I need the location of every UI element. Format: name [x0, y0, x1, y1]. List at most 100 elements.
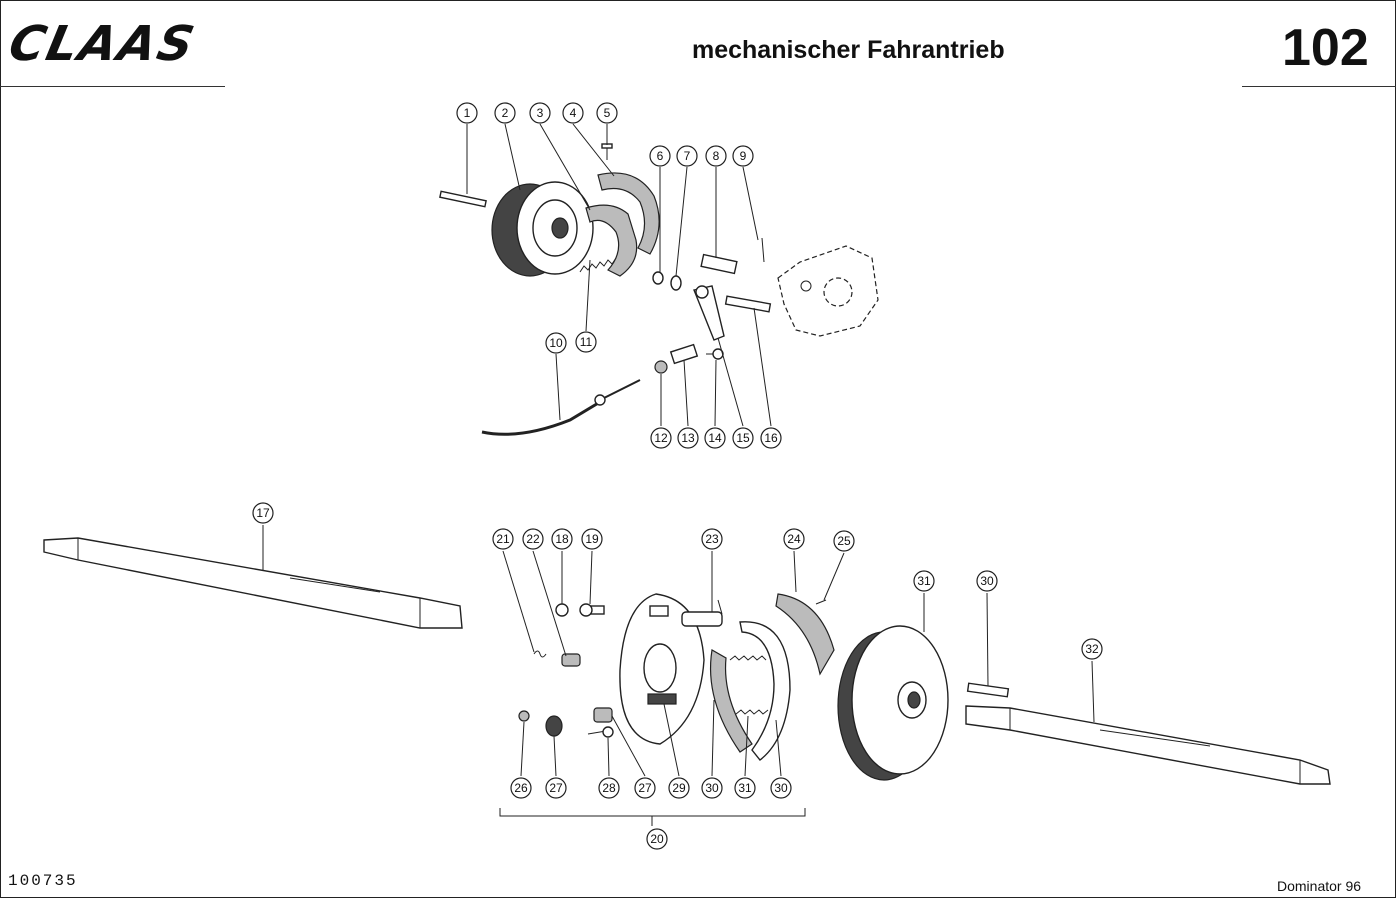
callout-8: 8 [705, 145, 727, 167]
callout-13: 13 [677, 427, 699, 449]
callout-circle [734, 777, 756, 799]
header-rule-left [0, 86, 225, 87]
model-name: Dominator 96 [1277, 878, 1362, 894]
part-screw-5 [601, 143, 613, 160]
callout-27: 27 [545, 777, 567, 799]
page-title: mechanischer Fahrantrieb [692, 36, 1005, 64]
callout-32: 32 [1081, 638, 1103, 660]
callout-23: 23 [701, 528, 723, 550]
callout-label: 24 [787, 532, 801, 546]
callout-label: 4 [570, 106, 577, 120]
callout-21: 21 [492, 528, 514, 550]
callout-31: 31 [734, 777, 756, 799]
callout-label: 25 [837, 534, 851, 548]
callout-circle [494, 102, 516, 124]
callout-label: 6 [657, 149, 664, 163]
callout-25: 25 [833, 530, 855, 552]
callout-label: 31 [917, 574, 931, 588]
callout-label: 8 [713, 149, 720, 163]
part-washer-6 [652, 271, 664, 285]
callout-30: 30 [976, 570, 998, 592]
callout-circle [510, 777, 532, 799]
part-brake-drum-2 [491, 181, 594, 277]
leader-lines [262, 123, 1095, 777]
callout-circle [581, 528, 603, 550]
callout-22: 22 [522, 528, 544, 550]
part-brake-lining-4 [597, 172, 660, 255]
callout-16: 16 [760, 427, 782, 449]
part-brake-shoe-3 [585, 204, 638, 277]
part-pin-1 [439, 190, 487, 208]
callout-3: 3 [529, 102, 551, 124]
callout-label: 7 [684, 149, 691, 163]
callout-circle [783, 528, 805, 550]
part-shaft-16 [724, 295, 772, 313]
callout-17: 17 [252, 502, 274, 524]
callout-4: 4 [562, 102, 584, 124]
part-pin-33 [966, 682, 1010, 698]
callout-label: 17 [256, 506, 270, 520]
callout-label: 28 [602, 781, 616, 795]
callout-label: 18 [555, 532, 569, 546]
part-wheel-cylinder-23 [681, 599, 723, 627]
part-bolt-19 [579, 603, 605, 617]
callout-label: 30 [774, 781, 788, 795]
callout-label: 16 [764, 431, 778, 445]
callout-label: 32 [1085, 642, 1099, 656]
callout-circle [492, 528, 514, 550]
callout-label: 26 [514, 781, 528, 795]
callout-label: 29 [672, 781, 686, 795]
callout-circle [650, 427, 672, 449]
callout-30: 30 [701, 777, 723, 799]
callout-11: 11 [575, 331, 597, 353]
callout-circle [732, 145, 754, 167]
callout-14: 14 [704, 427, 726, 449]
callout-circle [598, 777, 620, 799]
part-backing-plate [619, 593, 705, 745]
callout-circle [545, 332, 567, 354]
part-cable-10 [481, 379, 641, 436]
callout-label: 2 [502, 106, 509, 120]
callout-circle [634, 777, 656, 799]
callout-label: 27 [638, 781, 652, 795]
callout-circle [551, 528, 573, 550]
callout-27: 27 [634, 777, 656, 799]
callout-circle [646, 828, 668, 850]
part-springs-31 [729, 655, 769, 715]
callout-circle [701, 777, 723, 799]
callout-2: 2 [494, 102, 516, 124]
part-brake-lining-24 [775, 593, 835, 676]
part-nut-18 [555, 603, 569, 617]
callout-circle [833, 530, 855, 552]
callout-label: 1 [464, 106, 471, 120]
callout-circle [913, 570, 935, 592]
page-number: 102 [1282, 19, 1369, 77]
callout-label: 21 [496, 532, 510, 546]
part-cap-27 [545, 715, 563, 737]
callout-9: 9 [732, 145, 754, 167]
callout-10: 10 [545, 332, 567, 354]
callout-7: 7 [676, 145, 698, 167]
callout-26: 26 [510, 777, 532, 799]
part-stud-28 [587, 726, 614, 738]
part-nut-26 [518, 710, 530, 722]
callout-circle [770, 777, 792, 799]
part-screw-25 [815, 599, 827, 605]
part-bushing-8 [700, 253, 738, 275]
part-adjuster-22 [561, 653, 581, 667]
part-bolt-14 [706, 348, 724, 360]
callout-circle [701, 528, 723, 550]
callout-28: 28 [598, 777, 620, 799]
group-bracket-20 [499, 808, 806, 826]
part-axle-shaft-17 [43, 537, 463, 629]
callout-label: 27 [549, 781, 563, 795]
header-rule-right [1242, 86, 1396, 87]
callout-label: 9 [740, 149, 747, 163]
callout-label: 19 [585, 532, 599, 546]
callout-label: 11 [580, 335, 593, 349]
callout-20: 20 [646, 828, 668, 850]
callout-circle [760, 427, 782, 449]
callout-label: 30 [705, 781, 719, 795]
